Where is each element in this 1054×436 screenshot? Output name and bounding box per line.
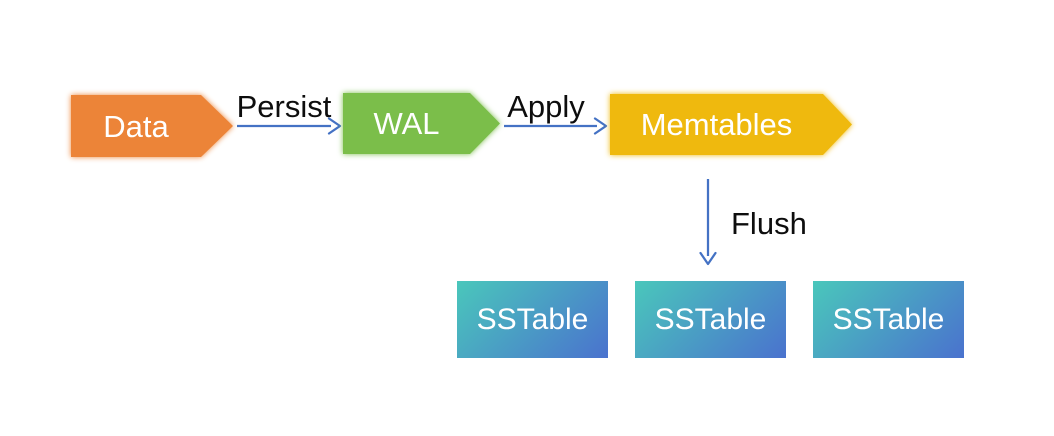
flush-edge-label: Flush <box>731 206 807 241</box>
data-node: Data <box>71 95 233 157</box>
sstable-node-1: SSTable <box>457 281 608 358</box>
wal-node-label: WAL <box>373 106 440 141</box>
flush-arrow <box>699 179 717 266</box>
sstable-node-1-label: SSTable <box>476 302 589 336</box>
memtables-node-shape: Memtables <box>610 94 852 155</box>
persist-edge-label: Persist <box>236 89 332 124</box>
data-node-shape: Data <box>71 95 233 157</box>
apply-edge-label: Apply <box>507 89 585 124</box>
sstable-node-2-label: SSTable <box>654 302 767 336</box>
wal-node: WAL <box>343 93 500 154</box>
data-node-label: Data <box>103 108 169 144</box>
memtables-node-label: Memtables <box>640 107 793 142</box>
wal-node-shape: WAL <box>343 93 500 154</box>
sstable-node-2: SSTable <box>635 281 786 358</box>
sstable-node-3-label: SSTable <box>832 302 945 336</box>
sstable-node-3: SSTable <box>813 281 964 358</box>
apply-arrow <box>504 117 608 135</box>
memtables-node: Memtables <box>610 94 852 155</box>
persist-arrow <box>237 117 342 135</box>
